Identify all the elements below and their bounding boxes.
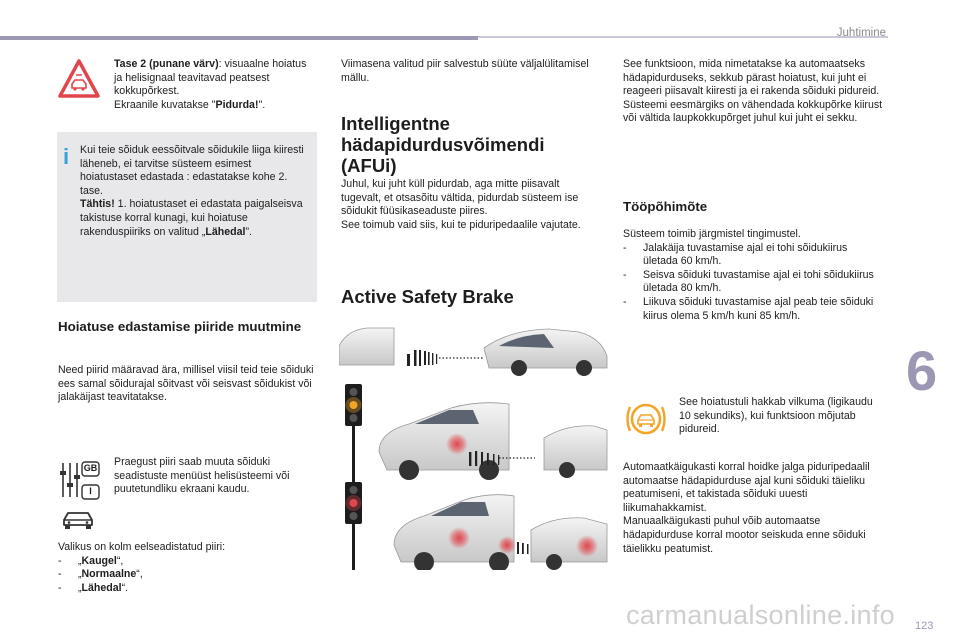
traffic-light-2 xyxy=(345,482,362,524)
conditions-block: Süsteem toimib järgmistel tingimustel. J… xyxy=(623,228,885,323)
conditions-intro: Süsteem toimib järgmistel tingimustel. xyxy=(623,228,801,240)
watermark: carmanualsonline.info xyxy=(626,600,895,630)
lamp-text: See hoiatustuli hakkab vilkuma (ligikaud… xyxy=(679,396,873,436)
heading-afui: Intelligentne hädapidurdusvõimendi (AFUi… xyxy=(341,113,545,176)
brake-warning-icon xyxy=(624,398,668,445)
scene-car-3 xyxy=(393,494,608,572)
badge-i: I xyxy=(89,486,92,496)
settings-menu-icon xyxy=(57,459,101,506)
scene-car-1 xyxy=(338,327,608,376)
last-selected-text: Viimasena valitud piir salvestub süüte v… xyxy=(341,58,589,84)
col3-intro: See funktsioon, mida nimetatakse ka auto… xyxy=(623,58,883,125)
traffic-light-1 xyxy=(345,384,362,570)
section-label: Juhtimine xyxy=(836,27,886,39)
info-box xyxy=(57,132,317,302)
page-number: 123 xyxy=(915,620,934,632)
info-text: Kui teie sõiduk eessõitvale sõidukile li… xyxy=(80,144,304,238)
afui-text: Juhul, kui juht küll pidurdab, aga mitte… xyxy=(341,178,581,231)
chapter-tab xyxy=(900,338,960,412)
condition-item: Seisva sõiduki tuvastamise ajal ei tohi … xyxy=(623,269,885,296)
badge-gb: GB xyxy=(83,463,98,473)
header-line xyxy=(478,36,888,38)
info-icon: i xyxy=(63,144,70,169)
settings-text: Praegust piiri saab muuta sõiduki seadis… xyxy=(114,456,290,496)
condition-item: Jalakäija tuvastamise ajal ei tohi sõidu… xyxy=(623,242,885,269)
heading-active-safety-brake: Active Safety Brake xyxy=(341,286,514,307)
condition-item: Liikuva sõiduki tuvastamise ajal peab te… xyxy=(623,296,885,323)
car-icon xyxy=(60,508,96,537)
active-safety-brake-illustration xyxy=(338,320,609,575)
choice-list: Valikus on kolm eelseadistatud piiri: „K… xyxy=(58,541,316,595)
choice-near: „Lähedal“. xyxy=(58,582,316,596)
heading-principle: Tööpõhimõte xyxy=(623,199,708,214)
header-bar xyxy=(0,36,478,40)
chapter-number: 6 xyxy=(906,339,938,402)
thresholds-text: Need piirid määravad ära, millisel viisi… xyxy=(58,364,314,404)
heading-thresholds: Hoiatuse edastamise piiride muutmine xyxy=(58,319,302,334)
choice-normal: „Normaalne“, xyxy=(58,568,316,582)
choice-far: „Kaugel“, xyxy=(58,555,316,569)
scene-car-2 xyxy=(378,402,608,480)
gearbox-text: Automaatkäigukasti korral hoidke jalga p… xyxy=(623,461,870,555)
choice-intro: Valikus on kolm eelseadistatud piiri: xyxy=(58,541,226,553)
red-warning-icon xyxy=(57,58,101,105)
warning-level2-text: Tase 2 (punane värv): visuaalne hoiatus … xyxy=(114,58,307,111)
